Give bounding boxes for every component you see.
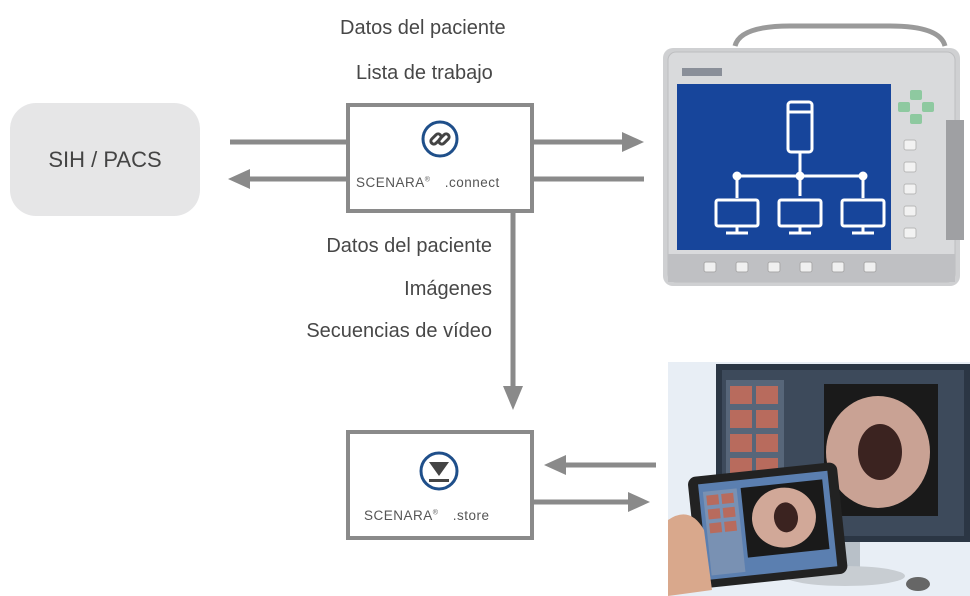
arrow-connect-to-store xyxy=(503,212,523,410)
arrow-viewer-to-store xyxy=(544,455,656,475)
label-patient-data-mid: Datos del paciente xyxy=(326,235,492,257)
arrow-connect-to-device xyxy=(532,132,644,152)
label-worklist: Lista de trabajo xyxy=(356,62,493,84)
viewer-devices-image xyxy=(668,362,970,596)
device-monitor-image xyxy=(663,23,964,286)
arrow-store-to-viewer xyxy=(532,492,650,512)
sih-pacs-node: SIH / PACS xyxy=(10,103,200,216)
scenara-store-box: SCENARA® .store xyxy=(346,430,534,540)
connect-brand-text: SCENARA® .connect xyxy=(356,175,500,190)
scenara-connect-box: SCENARA® .connect xyxy=(346,103,534,213)
label-patient-data-top: Datos del paciente xyxy=(340,17,506,39)
arrow-connect-to-sih xyxy=(228,169,348,189)
sih-pacs-label: SIH / PACS xyxy=(48,146,162,172)
network-diagram-icon xyxy=(714,100,886,235)
label-video-sequences: Secuencias de vídeo xyxy=(306,320,492,342)
label-images: Imágenes xyxy=(404,278,492,300)
store-brand-text: SCENARA® .store xyxy=(364,508,490,523)
download-triangle-icon xyxy=(419,451,459,491)
chain-link-icon xyxy=(421,120,459,158)
